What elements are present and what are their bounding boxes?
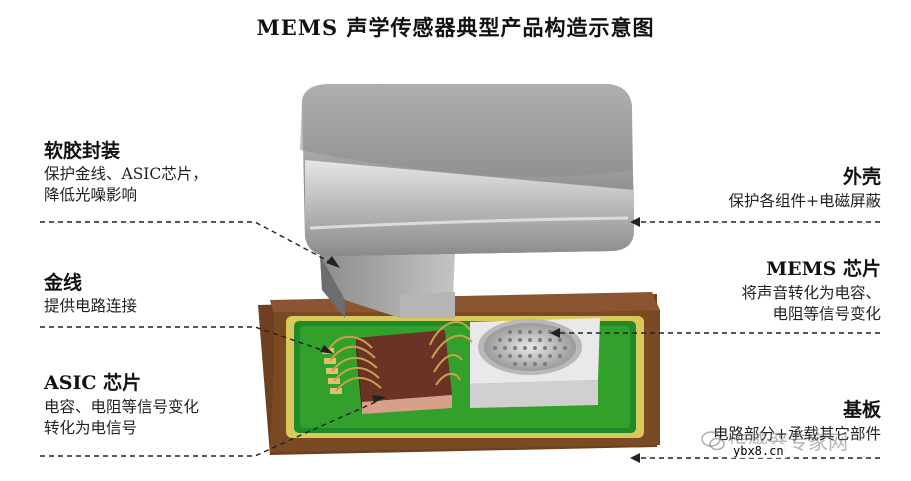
label-asic-chip: ASIC 芯片 — [44, 372, 142, 394]
label-gold-wire: 金线 — [44, 272, 83, 294]
arrowhead-outer-shell — [630, 217, 640, 227]
watermark-url: ybx8.cn — [730, 444, 787, 458]
arrowhead-asic-chip — [372, 395, 386, 403]
arrowhead-soft-package — [326, 256, 340, 268]
arrowhead-gold-wire — [320, 345, 334, 354]
shell-stem — [320, 252, 455, 318]
desc-asic-chip: 电容、电阻等信号变化 转化为电信号 — [44, 398, 200, 437]
label-substrate: 基板 — [842, 399, 881, 421]
leader-asic-chip — [40, 399, 381, 457]
desc-outer-shell: 保护各组件+电磁屏蔽 — [728, 192, 882, 210]
leader-gold-wire — [40, 326, 323, 351]
label-mems-chip: MEMS 芯片 — [766, 258, 881, 280]
desc-mems-chip: 将声音转化为电容、 电阻等信号变化 — [741, 284, 881, 323]
arrowhead-substrate — [630, 453, 640, 463]
leader-soft-package — [40, 221, 331, 263]
outer-shell — [300, 84, 634, 256]
wechat-icon — [701, 431, 725, 451]
arrowhead-mems-chip — [550, 328, 560, 338]
label-outer-shell: 外壳 — [842, 166, 881, 188]
watermark: 传感器专家网 ybx8.cn — [700, 424, 900, 472]
desc-soft-package: 保护金线、ASIC芯片， 降低光噪影响 — [44, 165, 208, 204]
gold-wires — [322, 321, 473, 394]
label-soft-package: 软胶封装 — [44, 140, 121, 162]
desc-substrate: 电路部分+承载其它部件 — [713, 425, 881, 443]
page-title: MEMS 声学传感器典型产品构造示意图 — [256, 15, 655, 40]
desc-gold-wire: 提供电路连接 — [44, 297, 138, 315]
mems-chip — [470, 318, 600, 408]
